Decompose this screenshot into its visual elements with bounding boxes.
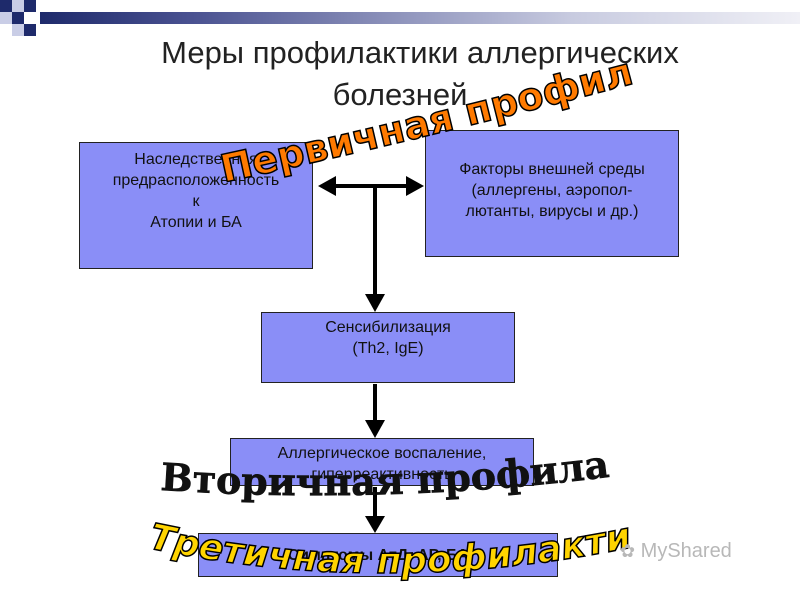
arrow-to-inflammation bbox=[365, 384, 385, 438]
watermark-text: MyShared bbox=[640, 540, 732, 562]
watermark-icon: ✿ bbox=[620, 541, 636, 561]
symptoms-label: Симптомы АтД, АР, БА bbox=[287, 547, 469, 564]
header-rule bbox=[40, 12, 800, 24]
symptoms-box: Симптомы АтД, АР, БА bbox=[198, 533, 558, 577]
heredity-line-3: к bbox=[192, 193, 200, 210]
primary-prevention-text: Первичная профилактика bbox=[0, 0, 642, 204]
environment-line-1: Факторы внешней среды bbox=[459, 161, 645, 178]
arrow-to-symptoms bbox=[365, 487, 385, 533]
inflammation-line-2: гиперреактивность bbox=[311, 466, 453, 483]
heredity-line-2: предрасположенность bbox=[112, 172, 280, 189]
arrow-to-sensitization bbox=[365, 186, 385, 312]
title-line-1: Меры профилактики аллергических bbox=[161, 35, 679, 70]
title-line-2: болезней bbox=[332, 77, 468, 112]
slide-title: Меры профилактики аллергических болезней bbox=[100, 32, 740, 116]
inflammation-box: Аллергическое воспаление, гиперреактивно… bbox=[230, 438, 534, 486]
environment-line-3: лютанты, вирусы и др.) bbox=[465, 203, 639, 220]
secondary-prevention-label: Вторичная профилактика bbox=[0, 0, 612, 505]
secondary-prevention-text: Вторичная профилактика bbox=[0, 0, 612, 505]
corner-decoration bbox=[0, 0, 60, 50]
inflammation-line-1: Аллергическое воспаление, bbox=[277, 445, 487, 462]
sensitization-box: Сенсибилизация (Th2, IgE) bbox=[261, 312, 515, 383]
primary-prevention-label: Первичная профилактика bbox=[0, 0, 641, 204]
heredity-line-4: Атопии и БА bbox=[150, 214, 242, 231]
heredity-line-1: Наследственная bbox=[134, 151, 258, 168]
environment-line-2: (аллергены, аэропол- bbox=[471, 182, 633, 199]
environment-box: Факторы внешней среды (аллергены, аэропо… bbox=[425, 130, 679, 257]
sensitization-line-2: (Th2, IgE) bbox=[352, 340, 424, 357]
heredity-box: Наследственная предрасположенность к Ато… bbox=[79, 142, 313, 269]
sensitization-line-1: Сенсибилизация bbox=[325, 319, 451, 336]
double-arrow bbox=[318, 176, 424, 196]
watermark: ✿ MyShared bbox=[620, 540, 732, 563]
